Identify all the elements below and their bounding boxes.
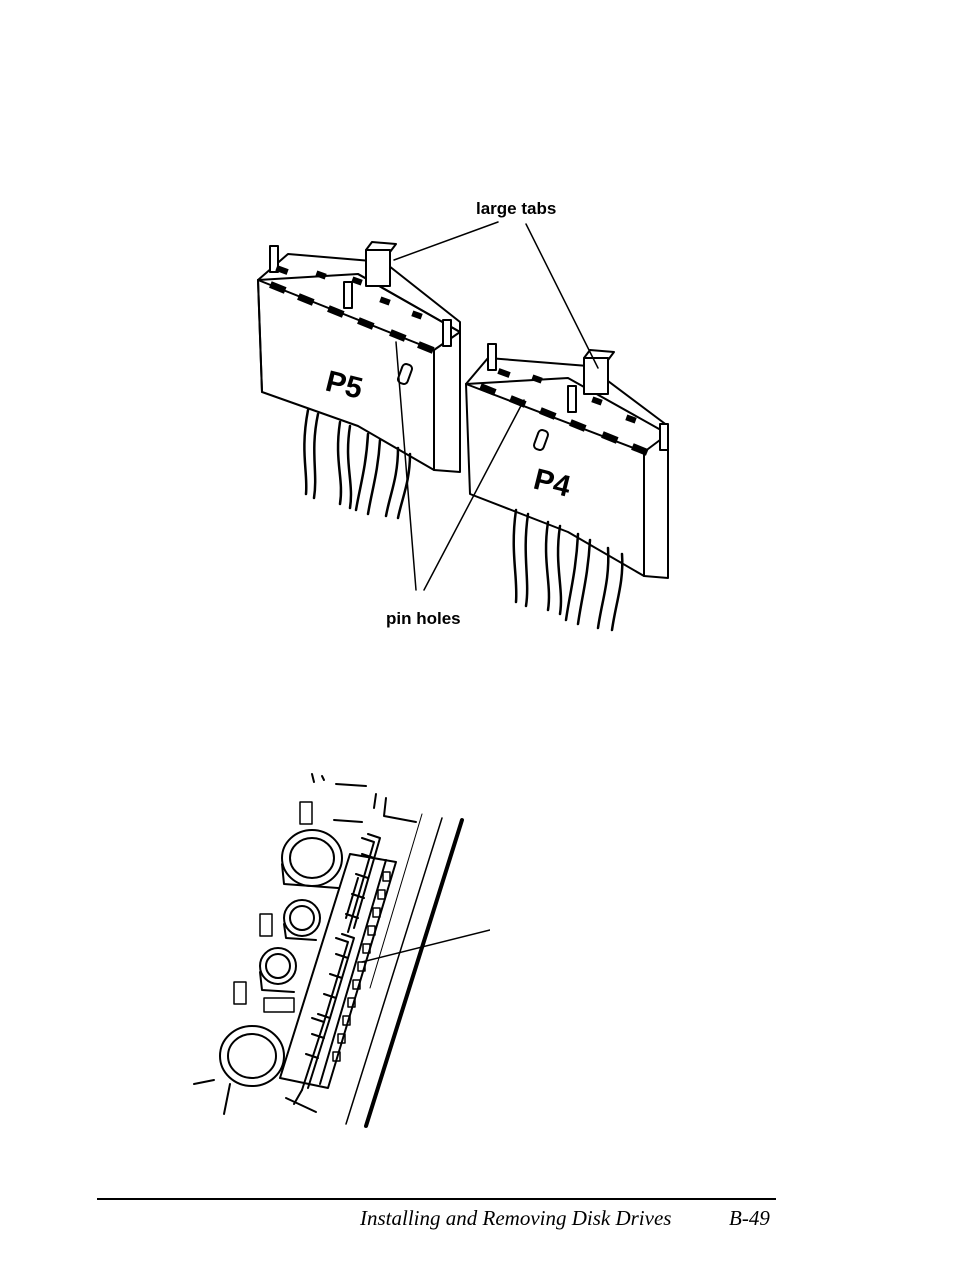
pin-holes-label: pin holes — [386, 609, 461, 628]
header-pins — [302, 834, 380, 1090]
callout-leader-line — [362, 930, 490, 962]
large-tabs-label: large tabs — [476, 199, 556, 218]
power-connectors-illustration: large tabs pin holes P5 P4 — [248, 199, 724, 640]
circuit-board-illustration — [190, 768, 490, 1130]
footer-rule — [97, 1198, 776, 1200]
footer-title: Installing and Removing Disk Drives — [360, 1206, 672, 1230]
connector-header — [280, 834, 396, 1090]
capacitor-3 — [260, 948, 296, 992]
resistors — [234, 802, 312, 1012]
capacitor-1 — [282, 830, 342, 888]
page-number: B-49 — [729, 1206, 770, 1230]
wires-p5 — [304, 410, 410, 518]
wires-p4 — [514, 510, 623, 630]
callout-leader-lines — [394, 222, 598, 590]
connector-p5 — [258, 242, 460, 472]
capacitor-4 — [194, 1026, 284, 1114]
connector-p4 — [466, 344, 668, 578]
board-edge — [366, 820, 462, 1126]
capacitor-2 — [284, 900, 320, 940]
